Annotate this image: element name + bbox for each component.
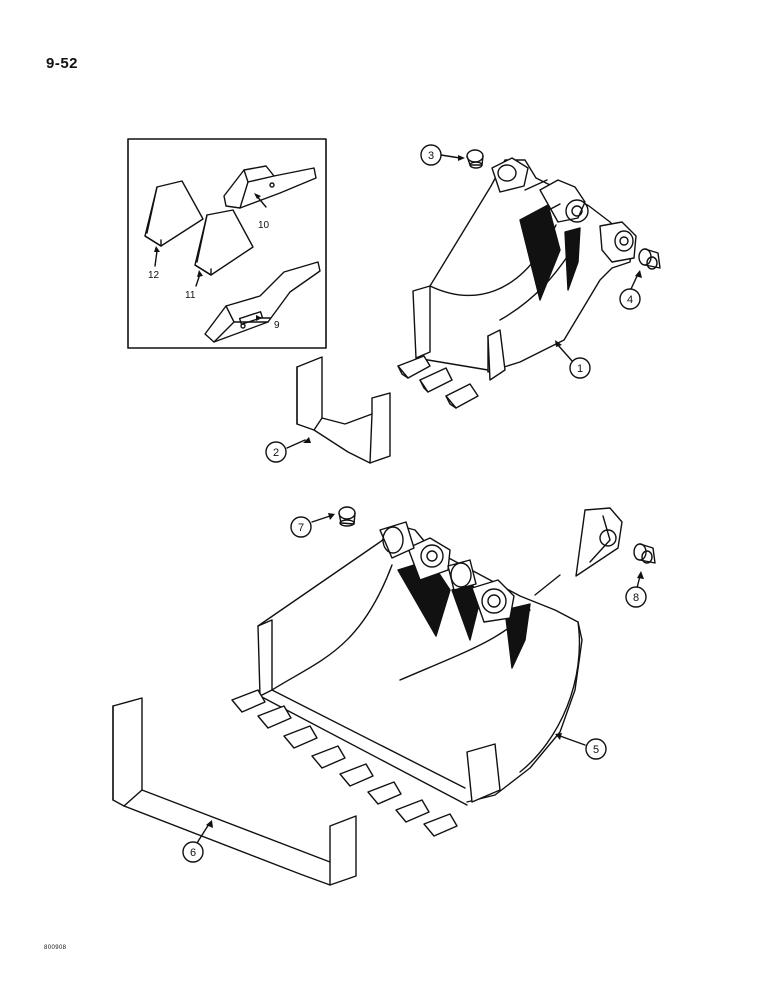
figure-code: 800908 [44,945,67,951]
adapter-item-9 [204,261,321,343]
callout-5: 5 [585,738,607,760]
callout-3: 3 [420,144,442,166]
teeth-inset [127,138,327,349]
page-number: 9-52 [46,55,79,72]
wide-bucket-item-5 [231,507,623,837]
inset-label-11: 11 [185,290,196,301]
svg-text:4: 4 [627,294,633,306]
callout-1: 1 [569,357,591,379]
inset-label-9: 9 [274,320,280,331]
callout-2: 2 [265,441,287,463]
bushing-item-7 [338,506,356,527]
svg-text:5: 5 [593,744,599,756]
bushing-item-4 [638,248,661,270]
adapter-item-10 [223,165,317,209]
svg-text:8: 8 [633,592,639,604]
svg-text:1: 1 [577,363,583,375]
bushing-item-3 [466,149,484,169]
svg-text:7: 7 [298,522,304,534]
tooth-item-11 [194,209,254,276]
narrow-tooth-guard-item-2 [296,356,391,464]
inset-label-10: 10 [258,220,270,231]
callout-4: 4 [619,288,641,310]
tooth-item-12 [144,180,204,247]
svg-text:3: 3 [428,150,434,162]
callout-6: 6 [182,841,204,863]
callout-7: 7 [290,516,312,538]
callout-8: 8 [625,586,647,608]
inset-label-12: 12 [148,270,160,281]
narrow-bucket-item-1 [397,157,637,409]
svg-text:6: 6 [190,847,196,859]
bushing-item-8 [633,543,656,564]
wide-tooth-guard-item-6 [112,697,357,886]
svg-text:2: 2 [273,447,279,459]
